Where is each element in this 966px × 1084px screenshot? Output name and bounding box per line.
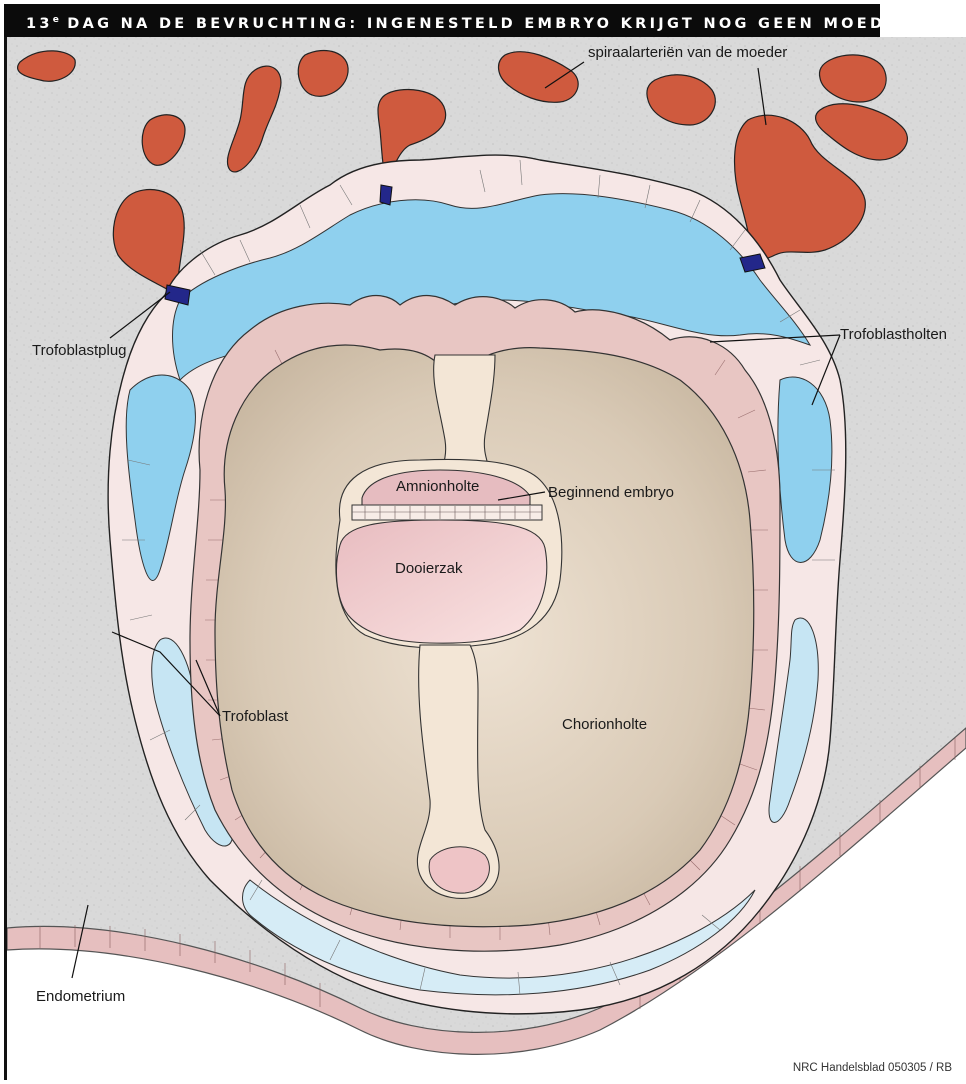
plug-center [380, 185, 392, 205]
label-spiral-arteries: spiraalarteriën van de moeder [588, 44, 787, 61]
embryonic-disc [352, 505, 542, 520]
title-day-number-overlay: 13 [26, 16, 53, 32]
stalk-vesicle [429, 847, 489, 893]
frame-border [4, 4, 7, 1080]
title-day-suffix-overlay: e [53, 15, 59, 25]
title-bar-overlay: 13e DAG NA DE BEVRUCHTING: INGENESTELD E… [4, 4, 880, 37]
title-text-overlay: DAG NA DE BEVRUCHTING: INGENESTELD EMBRY… [67, 16, 966, 32]
yolk-sac [336, 520, 546, 643]
title-line: 13e DAG NA DE BEVRUCHTING: INGENESTELD E… [26, 4, 966, 37]
label-yolk-sac: Dooierzak [395, 560, 463, 577]
label-amniotic-cavity: Amnionholte [396, 478, 479, 495]
credit-line: NRC Handelsblad 050305 / RB [793, 1062, 952, 1074]
label-trophoblast-plug: Trofoblastplug [32, 342, 127, 359]
label-chorionic-cavity: Chorionholte [562, 716, 647, 733]
label-trophoblast-lacunae: Trofoblastholten [840, 326, 947, 343]
label-trophoblast: Trofoblast [222, 708, 288, 725]
label-early-embryo: Beginnend embryo [548, 484, 674, 501]
label-endometrium: Endometrium [36, 988, 125, 1005]
